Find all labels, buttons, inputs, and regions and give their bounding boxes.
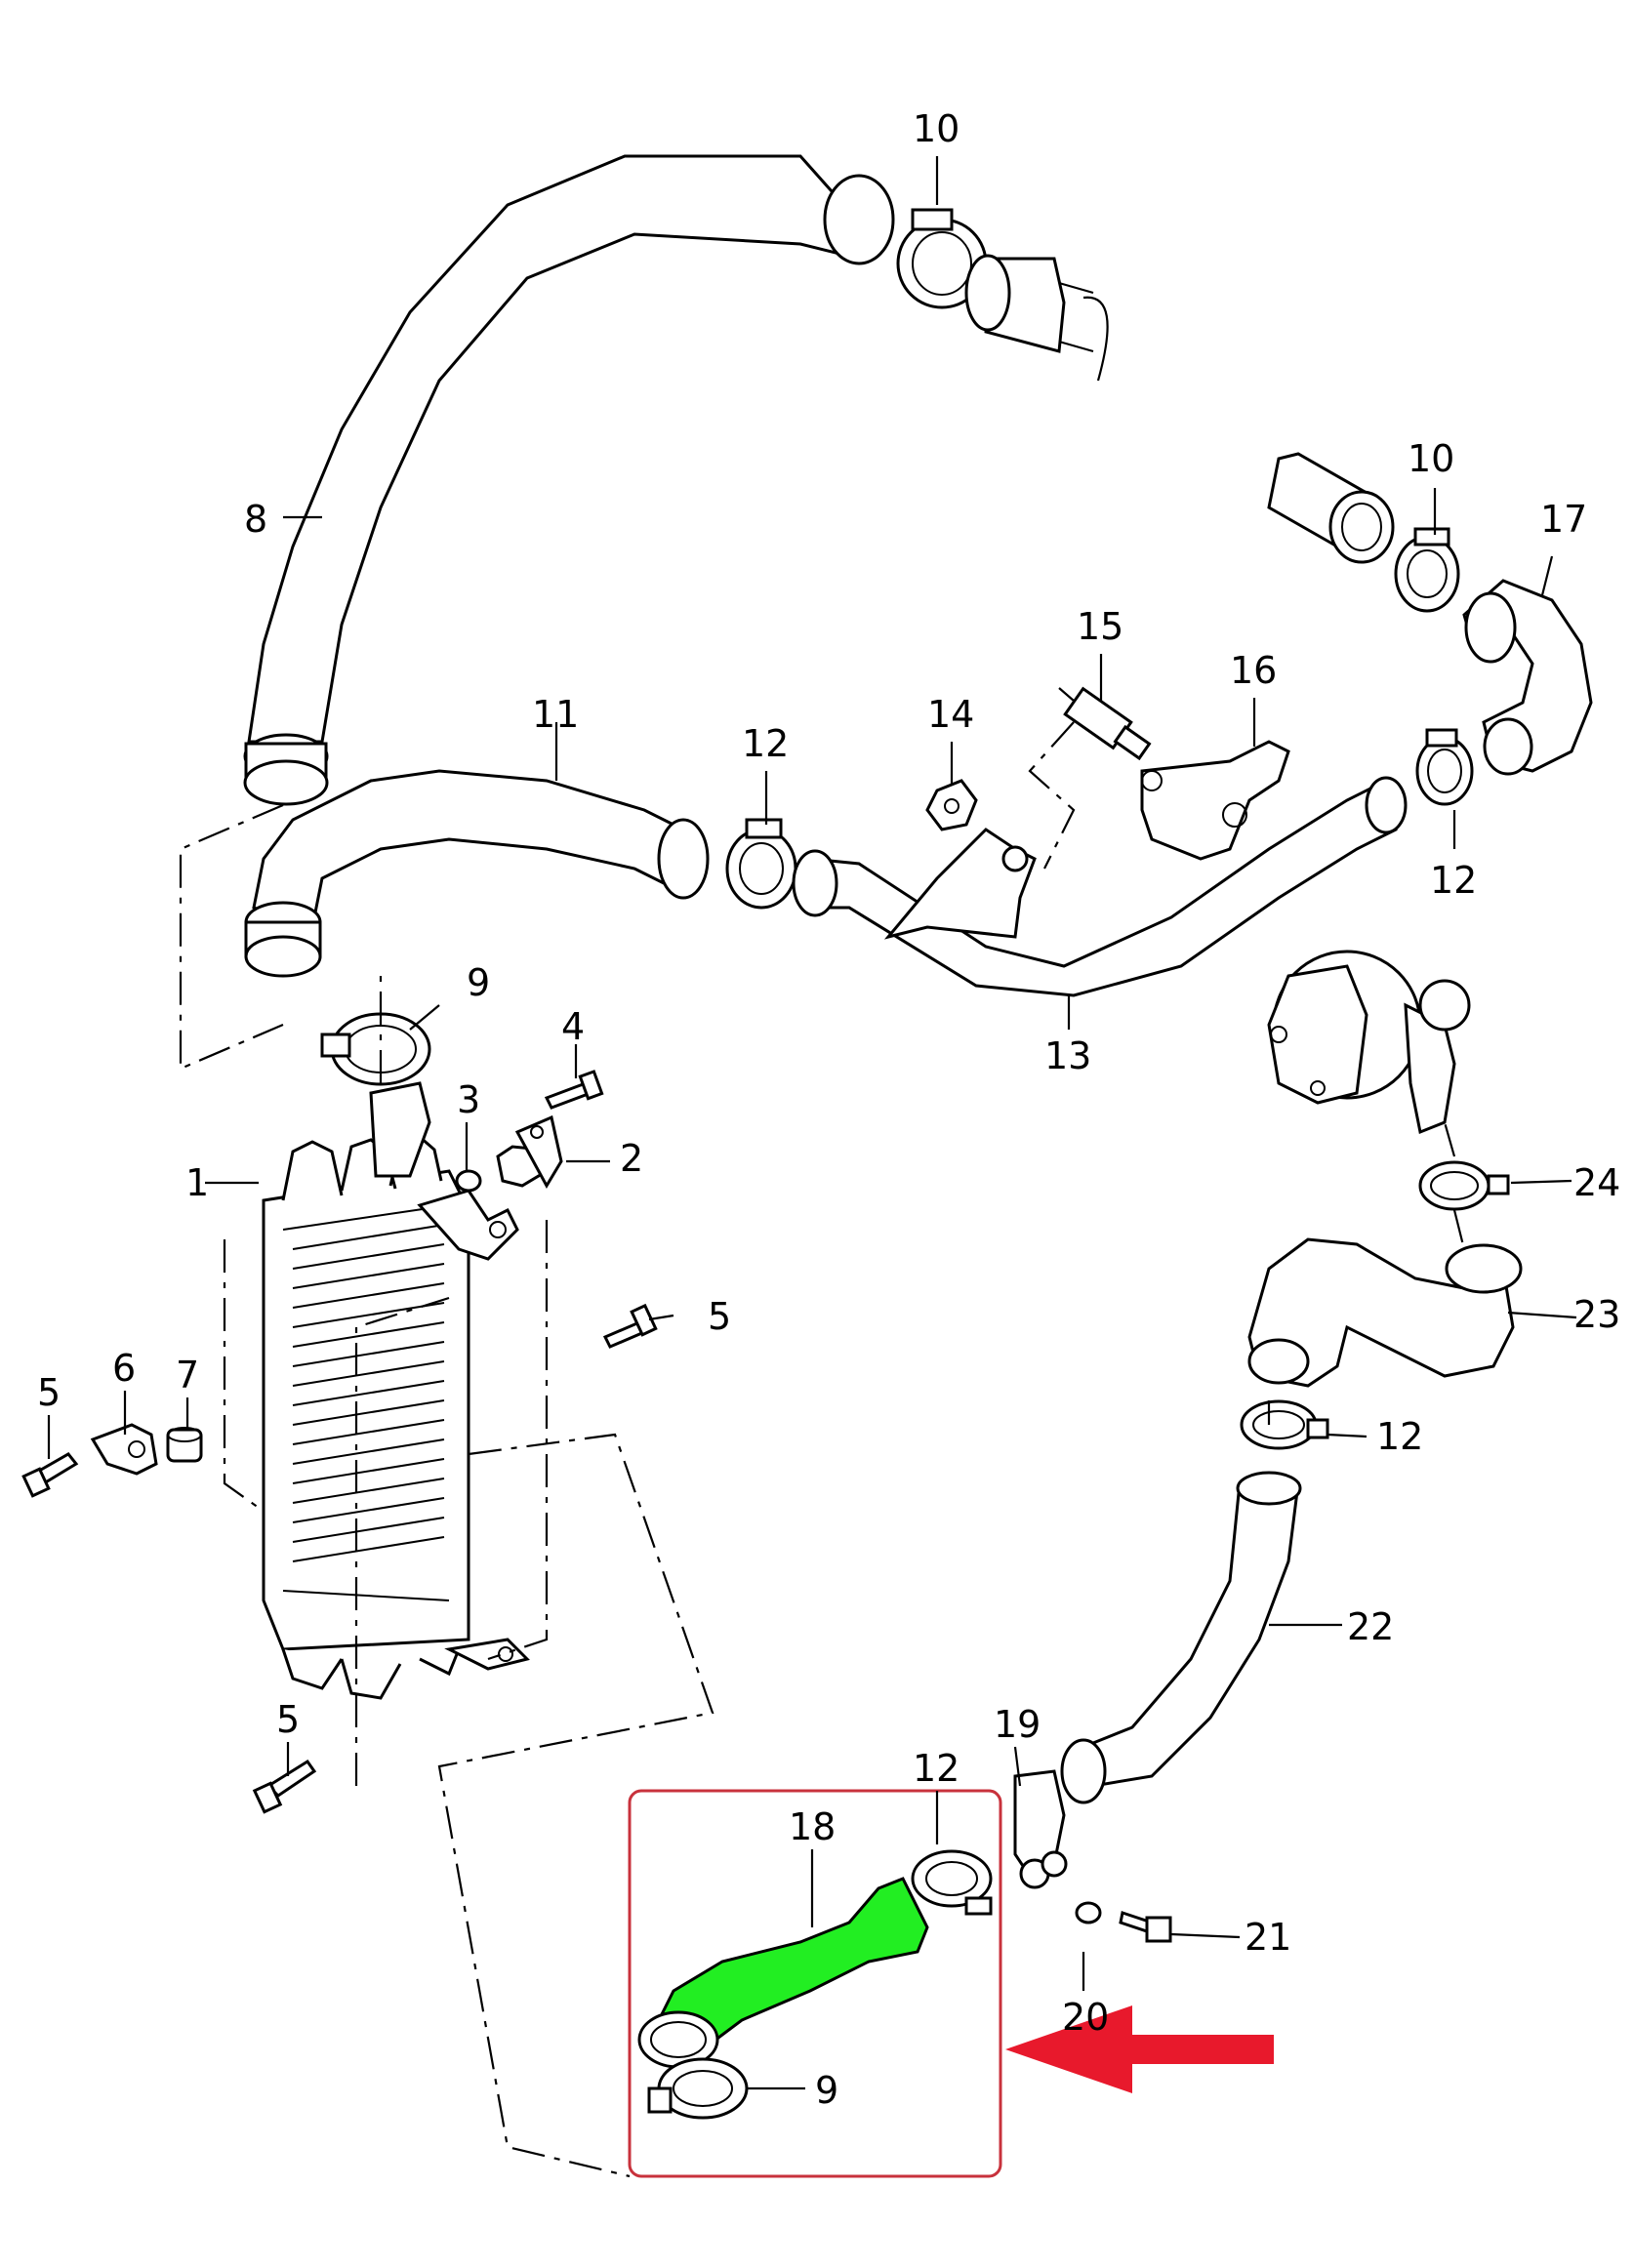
leader-15-16 (1028, 721, 1076, 870)
bolt-5-bottom (252, 1759, 317, 1814)
pipe-13 (792, 776, 1408, 997)
callout-22: 22 (1347, 1605, 1394, 1648)
callout-12-a: 12 (742, 722, 789, 765)
alignment-lines (179, 803, 1466, 2178)
callout-5-bottom: 5 (276, 1698, 300, 1741)
bracket-6 (90, 1423, 158, 1476)
callout-18: 18 (789, 1805, 836, 1848)
clamp-10-right (1394, 527, 1460, 613)
callout-11: 11 (532, 693, 579, 736)
callout-12-c: 12 (1376, 1415, 1423, 1458)
bolt-5-right (602, 1303, 658, 1349)
sensor-2 (496, 1114, 563, 1190)
callout-15: 15 (1077, 605, 1123, 648)
highlight-box (628, 1789, 1002, 2178)
callout-10-right: 10 (1408, 437, 1454, 480)
callout-2: 2 (620, 1137, 643, 1180)
callout-24: 24 (1573, 1161, 1620, 1204)
callout-12-b: 12 (1430, 859, 1477, 902)
callout-23: 23 (1573, 1293, 1620, 1336)
turbocharger (1267, 950, 1471, 1135)
callout-17: 17 (1540, 498, 1587, 541)
hose-17 (1462, 579, 1593, 776)
oring-3 (455, 1169, 482, 1193)
mount-7 (166, 1427, 203, 1463)
clamp-9-top (320, 1012, 431, 1086)
hose-23 (1247, 1237, 1523, 1388)
callout-4: 4 (561, 1005, 585, 1048)
flange-19 (1013, 1769, 1068, 1889)
callout-5-left: 5 (37, 1371, 61, 1414)
red-arrow (1005, 2005, 1274, 2093)
hose-18[interactable] (651, 1877, 929, 2051)
callout-labels: 10 8 10 17 11 12 14 15 16 12 13 9 4 3 2 … (37, 107, 1620, 2112)
callout-7: 7 (176, 1354, 199, 1397)
pipe-connector-top (964, 254, 1109, 382)
intercooler-1 (262, 1081, 530, 1700)
pipe-22 (1060, 1471, 1302, 1804)
bolt-5-left (21, 1452, 79, 1498)
callout-1: 1 (185, 1161, 209, 1204)
bolt-4 (544, 1070, 604, 1110)
callout-13: 13 (1044, 1034, 1091, 1077)
callout-16: 16 (1230, 649, 1277, 692)
washer-20 (1075, 1901, 1102, 1924)
callout-19: 19 (994, 1703, 1041, 1746)
callout-8: 8 (244, 498, 267, 541)
callout-3: 3 (457, 1078, 480, 1121)
callout-5-right: 5 (708, 1295, 731, 1338)
pipe-connector-right (1267, 452, 1395, 564)
callout-20: 20 (1062, 1996, 1109, 2039)
callout-21: 21 (1245, 1916, 1291, 1959)
bolt-21 (1119, 1911, 1172, 1943)
callout-12-d: 12 (913, 1747, 959, 1790)
clamp-12-a (725, 818, 797, 910)
bracket-14 (883, 779, 1037, 940)
bracket-16 (1140, 740, 1290, 861)
hose-11 (244, 769, 710, 978)
hose-8 (243, 154, 895, 806)
clamp-12-c (1240, 1399, 1329, 1450)
sensor-15 (1058, 686, 1152, 761)
callout-9-bottom: 9 (815, 2069, 838, 2112)
callout-9-top: 9 (467, 961, 490, 1004)
clamp-12-b (1415, 728, 1474, 806)
callout-10-top: 10 (913, 107, 959, 150)
leader-lines (47, 156, 1577, 2090)
hose-18-highlighted (637, 1877, 929, 2069)
clamp-9-bottom (647, 2057, 749, 2120)
clamp-24 (1418, 1160, 1510, 1211)
clamp-12-d (911, 1849, 993, 1916)
callout-14: 14 (927, 693, 974, 736)
callout-6: 6 (112, 1347, 136, 1390)
